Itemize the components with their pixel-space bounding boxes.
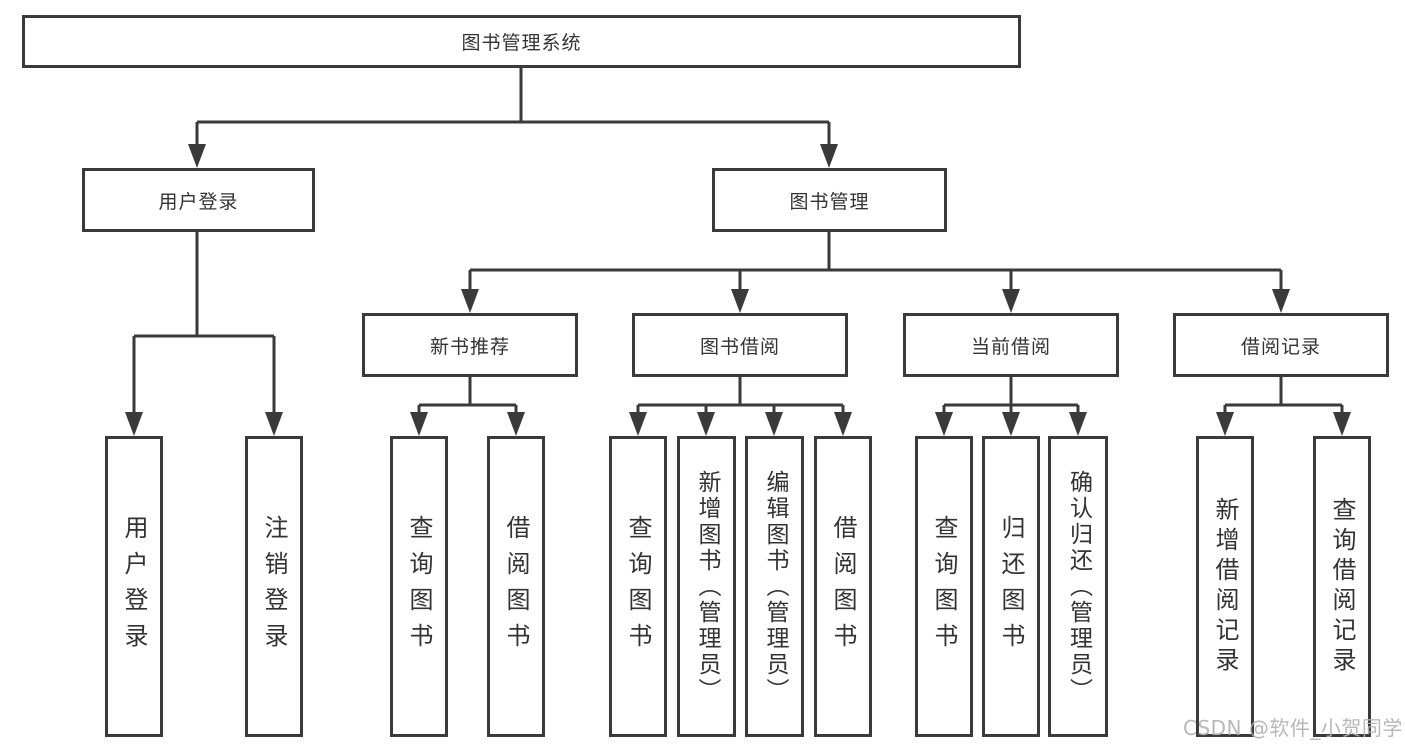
arrowhead xyxy=(731,289,749,313)
leaf-return-book: 归还图书 xyxy=(982,436,1040,737)
leaf-borrow-books-recommend: 借阅图书 xyxy=(487,436,545,737)
leaf-query-borrow-record: 查询借阅记录 xyxy=(1313,436,1371,737)
csdn-watermark: CSDN @软件_小贺同学 xyxy=(1183,716,1403,740)
connector-root-to-level2 xyxy=(188,68,838,168)
node-label: 借阅图书 xyxy=(502,514,530,659)
connector-borrow-record-children xyxy=(1216,377,1351,436)
arrowhead xyxy=(765,412,783,436)
node-label: 查询图书 xyxy=(930,514,958,659)
arrowhead xyxy=(834,412,852,436)
node-label: 用户登录 xyxy=(158,190,239,213)
leaf-confirm-return-admin: 确认归还（管理员） xyxy=(1048,436,1108,737)
leaf-edit-book-admin: 编辑图书（管理员） xyxy=(745,436,804,737)
leaf-query-books-current: 查询图书 xyxy=(915,436,973,737)
node-label: 图书借阅 xyxy=(699,335,780,358)
connector-book-mgmt-children xyxy=(461,232,1290,313)
arrowhead xyxy=(1002,412,1020,436)
arrowhead xyxy=(265,412,283,436)
node-label: 图书管理系统 xyxy=(461,32,582,54)
node-current-borrow: 当前借阅 xyxy=(903,313,1119,377)
node-label: 查询借阅记录 xyxy=(1328,496,1356,677)
connector-book-borrow-children xyxy=(629,377,852,436)
arrowhead xyxy=(188,144,206,168)
arrowhead xyxy=(820,144,838,168)
node-new-book-recommend: 新书推荐 xyxy=(362,313,578,377)
node-library-system-root: 图书管理系统 xyxy=(22,15,1021,68)
arrowhead xyxy=(1333,412,1351,436)
node-label: 新增借阅记录 xyxy=(1211,496,1239,677)
leaf-borrow-books: 借阅图书 xyxy=(814,436,872,737)
node-label: 新书推荐 xyxy=(429,335,510,358)
arrowhead xyxy=(629,412,647,436)
arrowhead xyxy=(410,412,428,436)
node-label: 编辑图书（管理员） xyxy=(762,469,788,704)
leaf-add-book-admin: 新增图书（管理员） xyxy=(677,436,736,737)
node-label: 查询图书 xyxy=(405,514,433,659)
leaf-user-login: 用户登录 xyxy=(105,436,163,737)
arrowhead xyxy=(461,289,479,313)
arrowhead xyxy=(507,412,525,436)
arrowhead xyxy=(935,412,953,436)
connector-user-login-children xyxy=(125,232,283,436)
node-label: 确认归还（管理员） xyxy=(1065,469,1092,704)
arrowhead xyxy=(1272,289,1290,313)
arrowhead xyxy=(1002,289,1020,313)
node-borrow-record: 借阅记录 xyxy=(1173,313,1389,377)
connector-current-borrow-children xyxy=(935,377,1087,436)
connector-new-books-children xyxy=(410,377,525,436)
node-book-management: 图书管理 xyxy=(712,168,947,232)
node-label: 注销登录 xyxy=(260,514,288,659)
node-label: 新增图书（管理员） xyxy=(694,469,720,704)
node-label: 用户登录 xyxy=(120,514,148,659)
arrowhead xyxy=(1216,412,1234,436)
arrowhead xyxy=(697,412,715,436)
node-label: 归还图书 xyxy=(997,514,1025,659)
leaf-query-books-recommend: 查询图书 xyxy=(390,436,448,737)
leaf-logout: 注销登录 xyxy=(245,436,303,737)
node-label: 查询图书 xyxy=(624,514,652,659)
node-label: 当前借阅 xyxy=(970,335,1051,358)
node-label: 借阅图书 xyxy=(829,514,857,659)
leaf-query-books-borrow: 查询图书 xyxy=(609,436,667,737)
node-label: 图书管理 xyxy=(789,190,870,213)
arrowhead xyxy=(1069,412,1087,436)
node-label: 借阅记录 xyxy=(1240,335,1321,358)
arrowhead xyxy=(125,412,143,436)
node-book-borrow: 图书借阅 xyxy=(632,313,848,377)
node-user-login: 用户登录 xyxy=(82,168,315,232)
leaf-add-borrow-record: 新增借阅记录 xyxy=(1196,436,1254,737)
